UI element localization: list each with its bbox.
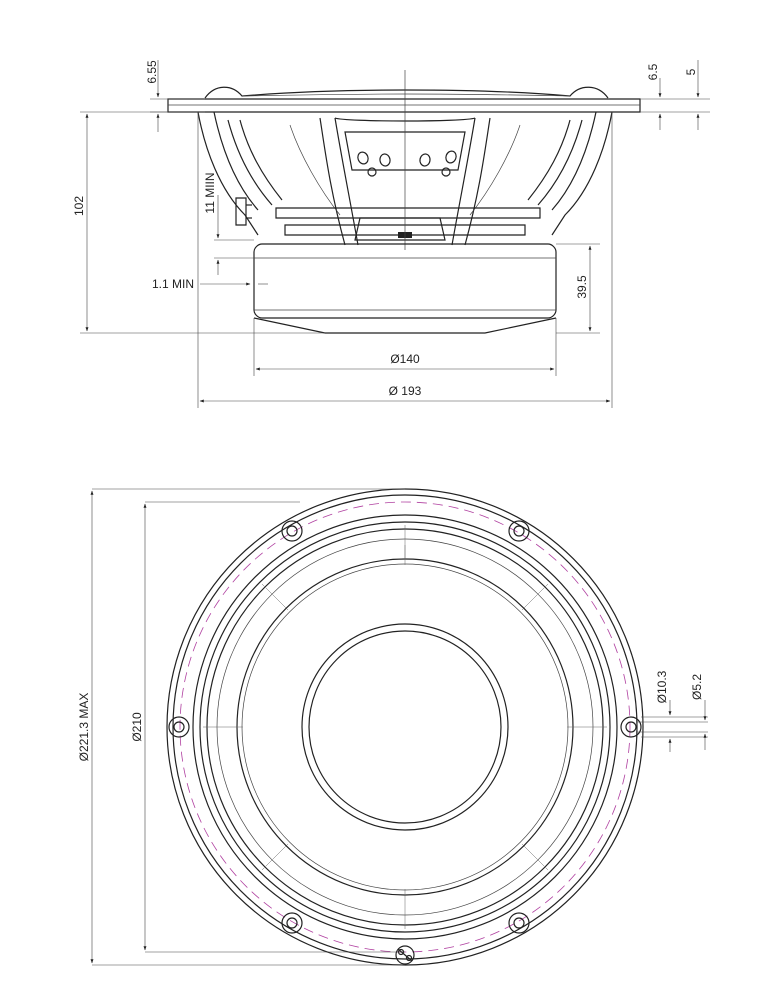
- mounting-hole: [508, 912, 530, 934]
- dust-cap: [301, 623, 509, 831]
- side-view: 6.55 6.5 5 102 11 MIIN 1.1 MIN 39.5 Ø140…: [72, 60, 710, 408]
- dim-clearance-vertical: 11 MIIN: [203, 172, 217, 213]
- mounting-hole: [281, 912, 303, 934]
- basket-frame: [197, 111, 259, 236]
- front-view: Ø221.3 MAX Ø210 Ø10.3 Ø5.2: [77, 488, 708, 966]
- mounting-hole: [281, 520, 303, 542]
- dim-frame-diameter: Ø 193: [389, 384, 422, 398]
- frame-flange: [167, 98, 641, 113]
- dim-hole-inner: Ø5.2: [690, 674, 704, 700]
- dim-flange-thickness: 6.5: [646, 63, 660, 80]
- mounting-hole: [508, 520, 530, 542]
- dim-overall-height: 102: [72, 196, 86, 216]
- vent-holes: [357, 150, 457, 177]
- dim-magnet-diameter: Ø140: [390, 352, 420, 366]
- mounting-hole: [168, 716, 190, 738]
- mounting-hole: [620, 716, 642, 738]
- dim-hole-outer: Ø10.3: [655, 670, 669, 703]
- magnet: [253, 243, 557, 319]
- dim-flange-offset: 6.55: [145, 60, 159, 84]
- mounting-holes: [168, 520, 642, 934]
- dim-magnet-height: 39.5: [575, 275, 589, 299]
- dim-max-diameter: Ø221.3 MAX: [77, 693, 91, 762]
- dim-flange-lip: 5: [684, 68, 698, 75]
- dim-clearance-side: 1.1 MIN: [152, 277, 194, 291]
- dim-bolt-circle: Ø210: [130, 712, 144, 742]
- terminal-icon: [395, 945, 415, 965]
- surround-profile: [204, 86, 609, 99]
- bolt-circle-dashed: [179, 501, 631, 953]
